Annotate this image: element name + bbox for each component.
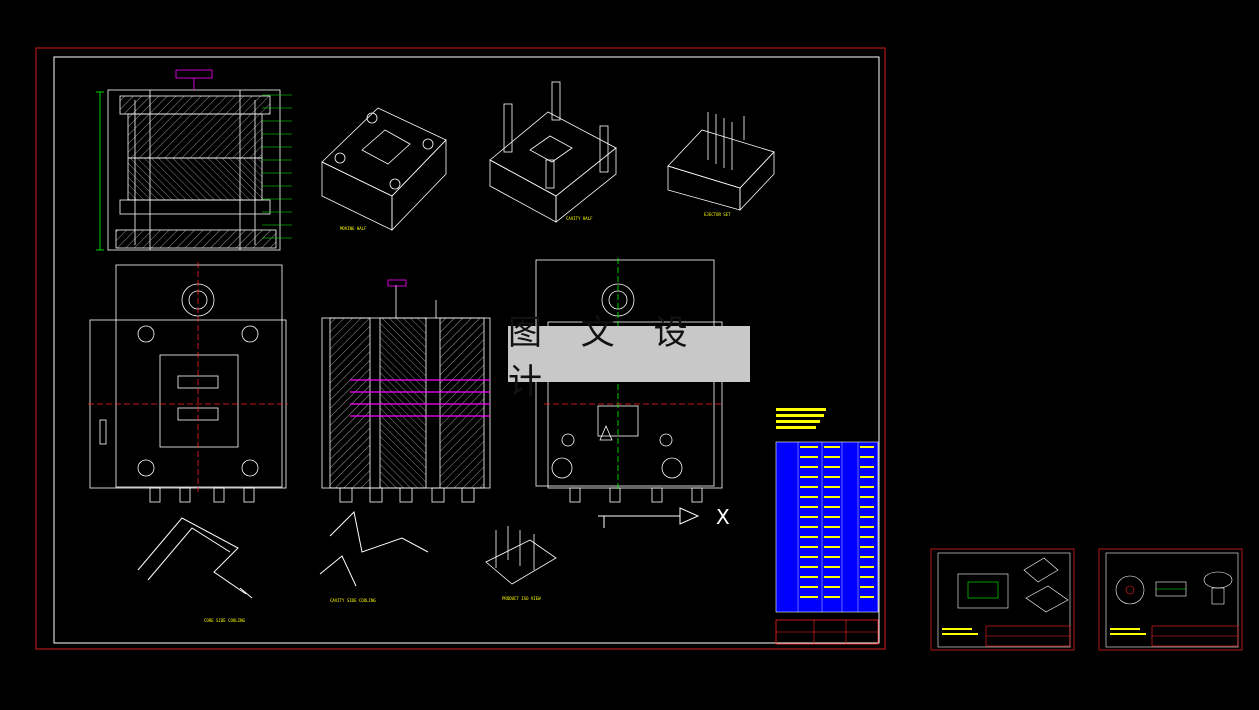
sheet-thumbnail-2 bbox=[1098, 548, 1243, 651]
caption-cavity-half: CAVITY HALF bbox=[566, 216, 593, 221]
axis-indicator bbox=[598, 507, 700, 528]
main-sheet-outer-border bbox=[35, 47, 886, 650]
plan-view-core-side bbox=[88, 262, 288, 503]
axis-x-label: X bbox=[716, 505, 730, 529]
main-sheet-inner-border bbox=[53, 56, 880, 644]
plan-view-cavity-side bbox=[535, 258, 723, 503]
iso-view-moving-half: MOVING HALF bbox=[321, 107, 447, 231]
watermark-text: 图 文 设 计 bbox=[508, 313, 702, 402]
section-leader-lines bbox=[262, 94, 292, 239]
mold-section-view bbox=[96, 69, 281, 251]
caption-cavity-cooling: CAVITY SIDE COOLING bbox=[330, 598, 376, 603]
caption-core-cooling: CORE SIDE COOLING bbox=[204, 618, 246, 623]
product-iso-view: PRODUCT ISO VIEW bbox=[485, 526, 557, 601]
iso-view-cavity-half: CAVITY HALF bbox=[489, 81, 617, 223]
cavity-side-cooling-view: CAVITY SIDE COOLING bbox=[319, 510, 429, 603]
parts-list-table bbox=[775, 408, 879, 645]
caption-ejector-set: EJECTOR SET bbox=[704, 212, 731, 217]
iso-view-ejector-set: EJECTOR SET bbox=[667, 112, 775, 217]
side-section-view bbox=[321, 279, 491, 503]
caption-moving-half: MOVING HALF bbox=[340, 226, 367, 231]
caption-product-iso: PRODUCT ISO VIEW bbox=[502, 596, 541, 601]
core-side-cooling-view: CORE SIDE COOLING bbox=[137, 517, 253, 623]
sheet-thumbnail-1 bbox=[930, 548, 1075, 651]
watermark-banner: 图 文 设 计 bbox=[508, 313, 750, 402]
